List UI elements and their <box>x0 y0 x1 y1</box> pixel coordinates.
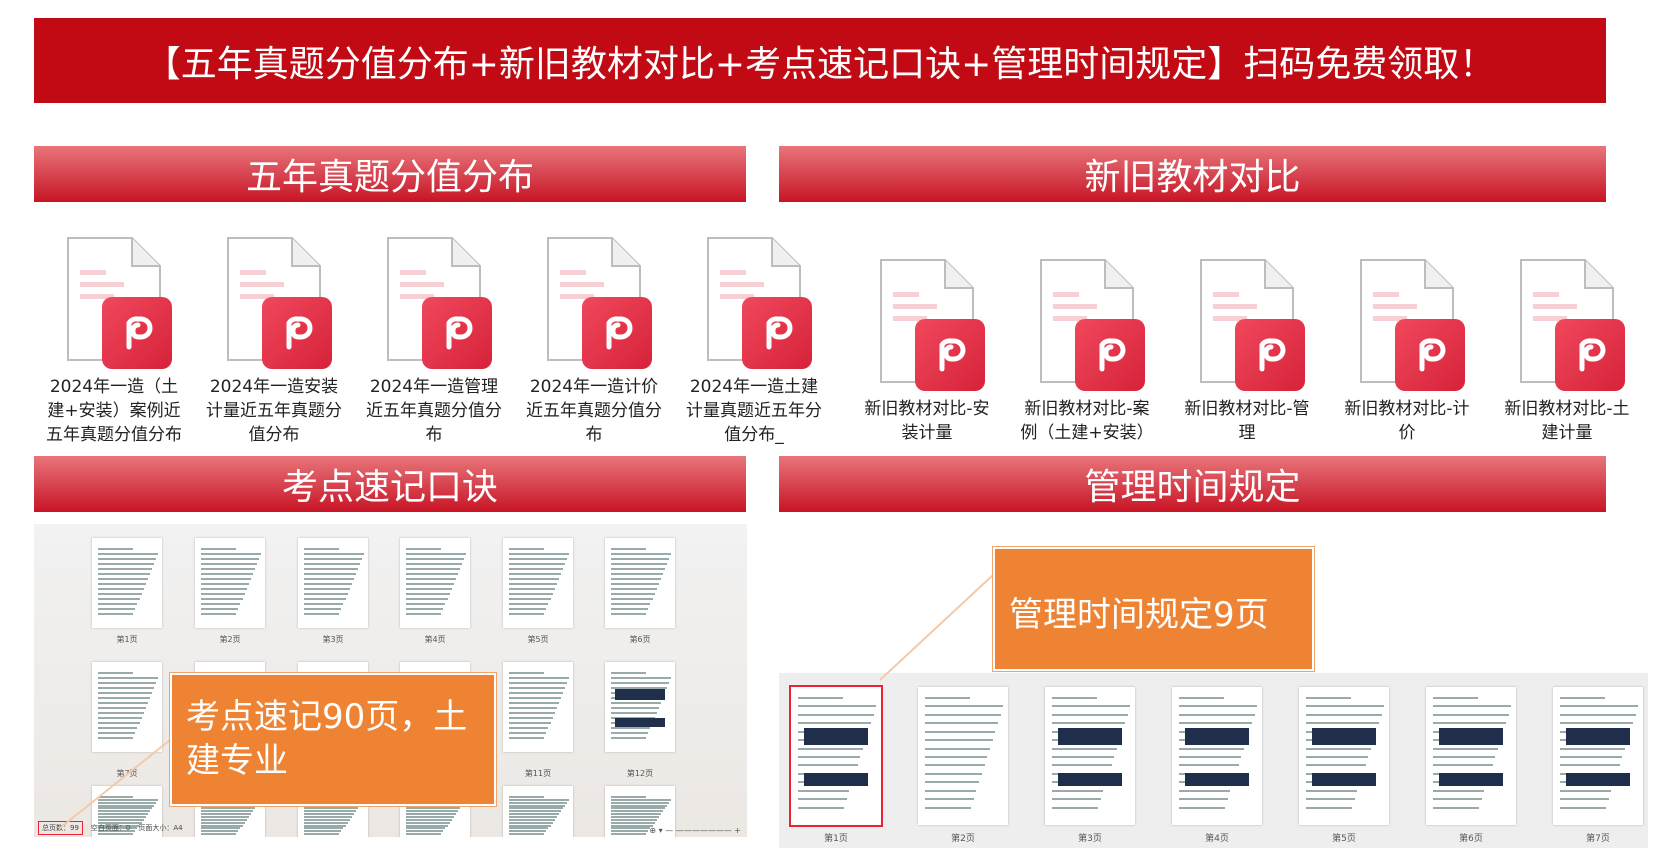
file-name: 2024年一造安装计量近五年真题分值分布 <box>206 377 342 445</box>
pdf-icon <box>1395 319 1465 391</box>
score-file-2[interactable]: 2024年一造安装计量近五年真题分值分布 <box>204 234 344 447</box>
page-number-label: 第2页 <box>219 635 241 644</box>
file-name: 2024年一造（土建+安装）案例近五年真题分值分布 <box>46 377 182 445</box>
page-thumbnail[interactable] <box>918 687 1008 825</box>
document-icon <box>1517 256 1625 391</box>
page-thumbnail[interactable] <box>1172 687 1262 825</box>
score-file-1[interactable]: 2024年一造（土建+安装）案例近五年真题分值分布 <box>44 234 184 447</box>
page-number-label: 第6页 <box>629 635 651 644</box>
page-thumbnail[interactable] <box>605 786 675 837</box>
section-header-mnemonics: 考点速记口诀 <box>34 456 746 512</box>
page-thumbnail[interactable] <box>503 786 573 837</box>
page-number-label: 第11页 <box>524 769 552 778</box>
page-thumbnail[interactable] <box>1299 687 1389 825</box>
page-thumbnail[interactable] <box>605 662 675 752</box>
file-name: 2024年一造管理近五年真题分值分布 <box>366 377 502 445</box>
page-thumbnail[interactable] <box>503 538 573 628</box>
comparison-file-2[interactable]: 新旧教材对比-案例（土建+安装） <box>1017 256 1157 469</box>
file-name: 新旧教材对比-安装计量 <box>864 399 990 443</box>
document-icon <box>1037 256 1145 391</box>
file-name: 2024年一造计价近五年真题分值分布 <box>526 377 662 445</box>
page-thumbnail[interactable] <box>1553 687 1643 825</box>
document-icon <box>384 234 492 369</box>
promo-banner[interactable]: 【五年真题分值分布+新旧教材对比+考点速记口诀+管理时间规定】扫码免费领取！ <box>34 18 1606 103</box>
pdf-icon <box>262 297 332 369</box>
mnemonics-callout: 考点速记90页，土建专业 <box>170 673 496 806</box>
file-name: 新旧教材对比-案例（土建+安装） <box>1020 399 1154 443</box>
document-icon <box>64 234 172 369</box>
file-name: 新旧教材对比-土建计量 <box>1504 399 1630 443</box>
page-number-label: 第5页 <box>1332 834 1356 844</box>
page-thumbnail[interactable] <box>298 538 368 628</box>
zoom-control[interactable]: ⊕ ▾ — ——————— + <box>649 826 741 835</box>
pdf-icon <box>1075 319 1145 391</box>
document-icon <box>544 234 652 369</box>
score-file-5[interactable]: 2024年一造土建计量真题近五年分值分布_ <box>684 234 824 447</box>
comparison-file-4[interactable]: 新旧教材对比-计价 <box>1337 256 1477 469</box>
score-file-4[interactable]: 2024年一造计价近五年真题分值分布 <box>524 234 664 447</box>
pdf-icon <box>1235 319 1305 391</box>
page-number-label: 第4页 <box>424 635 446 644</box>
page-number-label: 第3页 <box>322 635 344 644</box>
document-icon <box>877 256 985 391</box>
section-header-score-distribution: 五年真题分值分布 <box>34 146 746 202</box>
page-thumbnail[interactable] <box>503 662 573 752</box>
blank-pages-status: 空白页面：0 <box>90 824 131 832</box>
pdf-icon <box>742 297 812 369</box>
page-number-label: 第7页 <box>1586 834 1610 844</box>
page-number-label: 第3页 <box>1078 834 1102 844</box>
time-rules-callout: 管理时间规定9页 <box>993 547 1314 671</box>
page-number-label: 第2页 <box>951 834 975 844</box>
pdf-icon <box>1555 319 1625 391</box>
page-number-label: 第1页 <box>824 834 848 844</box>
page-number-label: 第7页 <box>116 769 138 778</box>
time-rules-preview-panel[interactable]: 第1页 第2页 第3页 第4页 第5页 第6页 第7页 <box>779 673 1648 848</box>
page-thumbnail[interactable] <box>605 538 675 628</box>
pdf-icon <box>422 297 492 369</box>
document-icon <box>704 234 812 369</box>
page-number-label: 第6页 <box>1459 834 1483 844</box>
status-bar: 总页数：99 空白页面：0 页面大小：A4 <box>34 819 747 837</box>
total-pages-status: 总页数：99 <box>38 821 83 835</box>
file-name: 新旧教材对比-管理 <box>1184 399 1310 443</box>
section-header-time-rules: 管理时间规定 <box>779 456 1606 512</box>
pdf-icon <box>915 319 985 391</box>
score-file-3[interactable]: 2024年一造管理近五年真题分值分布 <box>364 234 504 447</box>
file-name: 新旧教材对比-计价 <box>1344 399 1470 443</box>
pdf-icon <box>582 297 652 369</box>
comparison-file-5[interactable]: 新旧教材对比-土建计量 <box>1497 256 1637 469</box>
page-thumbnail[interactable] <box>400 538 470 628</box>
pdf-icon <box>102 297 172 369</box>
page-number-label: 第1页 <box>116 635 138 644</box>
page-thumbnail[interactable] <box>1045 687 1135 825</box>
page-size-status: 页面大小：A4 <box>138 824 183 832</box>
page-number-label: 第12页 <box>626 769 654 778</box>
page-thumbnail[interactable] <box>195 538 265 628</box>
page-thumbnail[interactable] <box>92 538 162 628</box>
page-number-label: 第4页 <box>1205 834 1229 844</box>
document-icon <box>1357 256 1465 391</box>
section-header-textbook-comparison: 新旧教材对比 <box>779 146 1606 202</box>
page-thumbnail[interactable] <box>789 685 883 827</box>
page-thumbnail[interactable] <box>1426 687 1516 825</box>
page-thumbnail[interactable] <box>92 662 162 752</box>
comparison-file-1[interactable]: 新旧教材对比-安装计量 <box>857 256 997 469</box>
page-number-label: 第5页 <box>527 635 549 644</box>
document-icon <box>1197 256 1305 391</box>
comparison-file-3[interactable]: 新旧教材对比-管理 <box>1177 256 1317 469</box>
document-icon <box>224 234 332 369</box>
file-name: 2024年一造土建计量真题近五年分值分布_ <box>686 377 822 445</box>
